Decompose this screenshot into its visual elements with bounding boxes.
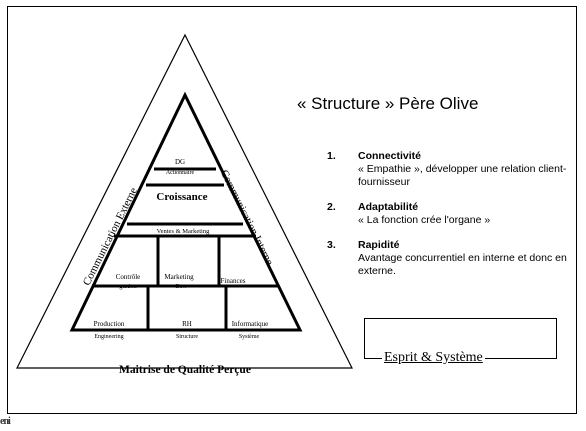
gestion-label: gestion [119,284,136,290]
ventes-marketing-label: Ventes & Marketing [157,228,210,235]
inner-pyramid [69,91,303,332]
production-label: Production [94,320,125,328]
maitrise-qualite-label: Maitrise de Qualité Perçue [119,364,251,376]
structure-label: Structure [176,334,198,340]
principles-list: 1. Connectivité « Empathie », développer… [327,150,577,290]
principle-heading: Rapidité [358,239,400,251]
slide-frame [7,6,577,414]
communication-interne-label: Communication Interne [218,168,276,267]
principle-number: 3. [327,239,336,251]
croissance-label: Croissance [156,191,207,203]
principle-heading: Adaptabilité [358,201,419,213]
dev-label: Dev. [175,284,187,290]
principle-item: 1. Connectivité « Empathie », développer… [327,150,577,189]
dg-label: DG [175,158,185,166]
principle-item: 3. Rapidité Avantage concurrentiel en in… [327,239,577,278]
rh-label: RH [182,320,192,328]
principle-text: « La fonction crée l'organe » [358,214,491,226]
principle-text: Avantage concurrentiel en interne et don… [358,252,567,277]
principle-text: « Empathie », développer une relation cl… [358,163,567,188]
outer-triangle [16,33,353,369]
esprit-systeme-label: Esprit & Système [382,350,485,366]
actionnaire-label: Actionnaire [166,170,195,176]
controle-label: Contrôle [116,273,141,281]
slide-title: « Structure » Père Olive [297,94,479,113]
systeme-label: Système [239,334,260,340]
principle-heading: Connectivité [358,150,422,162]
principle-item: 2. Adaptabilité « La fonction crée l'org… [327,201,577,227]
engineering-label: Engineering [94,334,123,340]
informatique-label: Informatique [232,320,269,328]
corner-logo: eni [0,416,11,427]
marketing-label: Marketing [164,273,194,281]
principle-number: 1. [327,150,336,162]
finances-label: Finances [221,277,246,285]
principle-number: 2. [327,201,336,213]
